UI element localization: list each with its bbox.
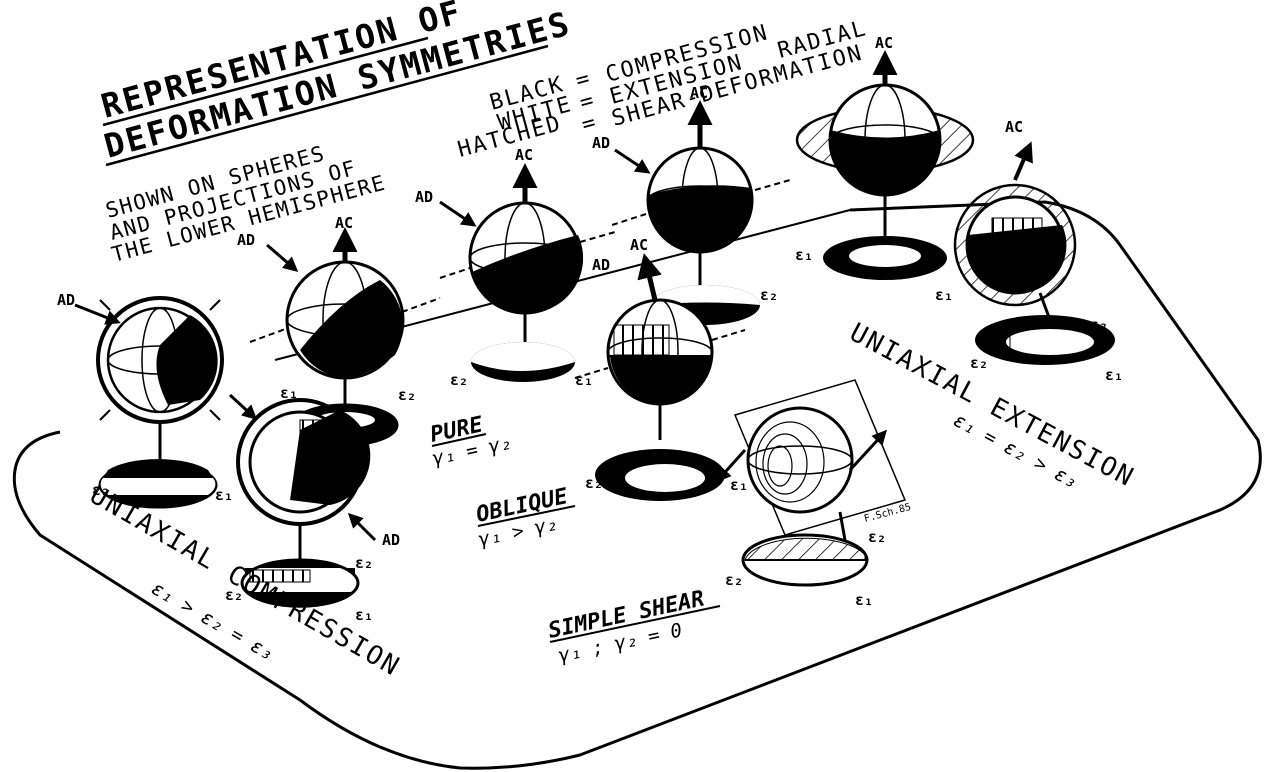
e1-1: ε₁ [215, 486, 233, 504]
e1-4: ε₁ [795, 246, 813, 264]
e2-8: ε₂ [355, 554, 373, 572]
tag-ad-2: AD [237, 231, 255, 249]
tag-ad-5: AD [592, 256, 610, 274]
tag-ad-6: AD [382, 531, 400, 549]
e1-3: ε₁ [575, 371, 593, 389]
e1-8: ε₁ [355, 606, 373, 624]
tag-ad-4: AD [592, 134, 610, 152]
tag-ac-4: AC [875, 34, 893, 52]
tag-ac-2: AC [515, 146, 533, 164]
e2-7: ε₂ [585, 474, 603, 492]
e2-3: ε₂ [450, 371, 468, 389]
e2-2: ε₂ [398, 386, 416, 404]
e1-6: ε₁ [1105, 366, 1123, 384]
e2-11: ε₂ [868, 528, 886, 546]
tag-ac-1: AC [335, 214, 353, 232]
tag-ad-1: AD [57, 291, 75, 309]
e2-6: ε₂ [970, 354, 988, 372]
e2-5: ε₂ [1090, 316, 1108, 334]
e2-4: ε₂ [760, 286, 778, 304]
sphere-uniaxial-compression [75, 298, 222, 507]
sphere-pure-center [440, 168, 615, 382]
e1-2: ε₁ [280, 384, 298, 402]
tag-ac-6: AC [630, 236, 648, 254]
e1-7: ε₁ [730, 476, 748, 494]
e1-5: ε₁ [935, 286, 953, 304]
sphere-uniaxial-extension [797, 55, 973, 280]
e1-9: ε₁ [855, 591, 873, 609]
e2-10: ε₂ [725, 571, 743, 589]
tag-ad-3: AD [415, 188, 433, 206]
tag-ac-5: AC [1005, 118, 1023, 136]
tag-ac-3: AC [690, 84, 708, 102]
